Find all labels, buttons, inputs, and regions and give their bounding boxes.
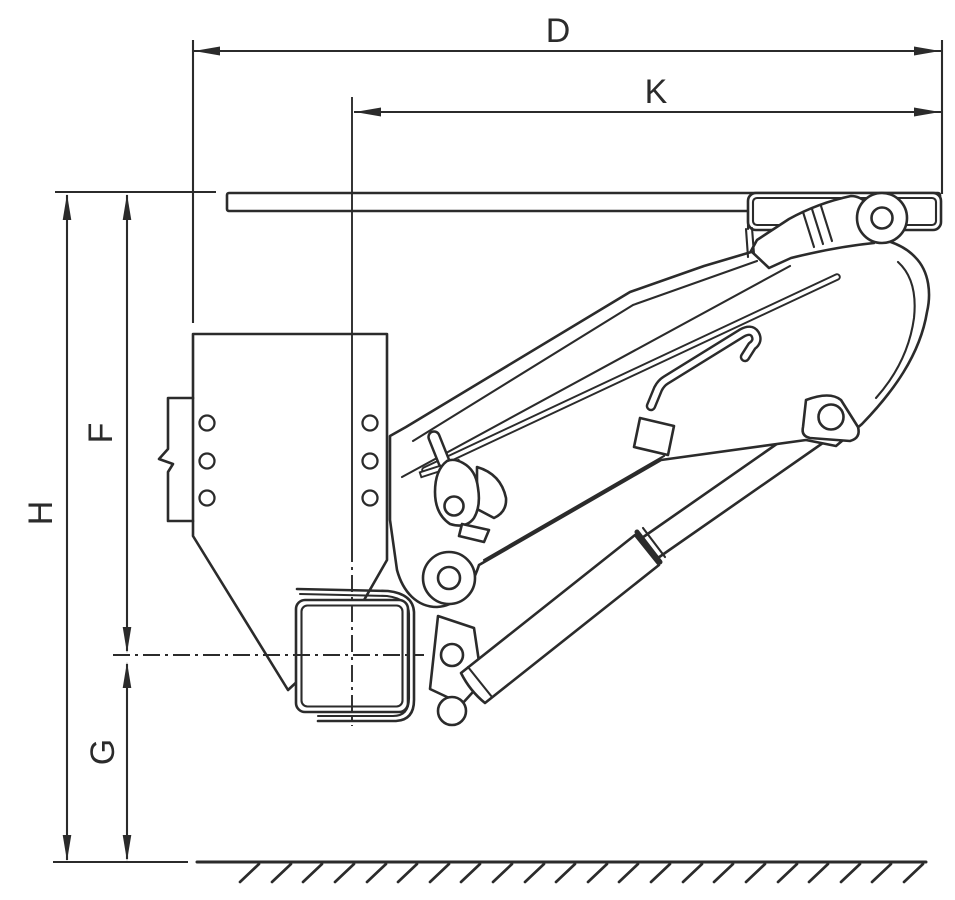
mounting-bracket-break-line (157, 396, 195, 523)
arrowhead-left (194, 46, 220, 56)
mid-pivot-bracket (433, 458, 508, 544)
cylinder-body (459, 533, 661, 705)
bolt-hole (198, 489, 216, 507)
centerlines (113, 97, 424, 726)
platform-pivot-hole (870, 206, 894, 230)
dimension-k: K (354, 73, 941, 117)
arm-inner-seam (400, 264, 792, 479)
cam-wedge (475, 465, 508, 520)
mid-pivot-hole (443, 495, 465, 517)
cylinder-seam (634, 529, 663, 565)
bolt-hole (361, 414, 379, 432)
bolt-hole (361, 489, 379, 507)
arm-inner-seam (482, 454, 666, 562)
bracket-foot (457, 522, 491, 544)
ground-line (195, 860, 928, 884)
extension-lines (53, 40, 944, 864)
dim-label-d: D (546, 12, 571, 50)
arm-tab-plate (632, 416, 676, 457)
dim-label-g: G (84, 739, 122, 765)
arrowhead-right (914, 46, 940, 56)
arm-right-end-inner-curve (874, 260, 916, 400)
tilt-rod (421, 273, 841, 474)
arm-inner-seam (411, 259, 759, 443)
dimension-h: H (22, 194, 72, 861)
ground-hatching (238, 862, 925, 884)
mount-hole (817, 403, 845, 431)
dim-label-f: F (82, 423, 120, 444)
arm-front-pivot-hole (436, 565, 462, 591)
bolt-hole (361, 452, 379, 470)
dimension-d: D (193, 12, 941, 56)
crank-hatch-ticks (801, 204, 834, 249)
arrowhead-right (914, 107, 940, 117)
dimension-f: F (82, 194, 132, 653)
roller (436, 695, 468, 727)
cylinder-mount-bracket (801, 394, 860, 443)
dimension-g: G (84, 662, 132, 861)
arrowhead-left (355, 107, 381, 117)
clevis-pivot-hole (439, 642, 465, 668)
dim-label-h: H (22, 501, 60, 526)
grab-handle (645, 325, 762, 412)
platform-crank-link (744, 191, 909, 270)
bolt-hole (198, 414, 216, 432)
dim-label-k: K (645, 73, 668, 111)
bolt-hole (198, 452, 216, 470)
